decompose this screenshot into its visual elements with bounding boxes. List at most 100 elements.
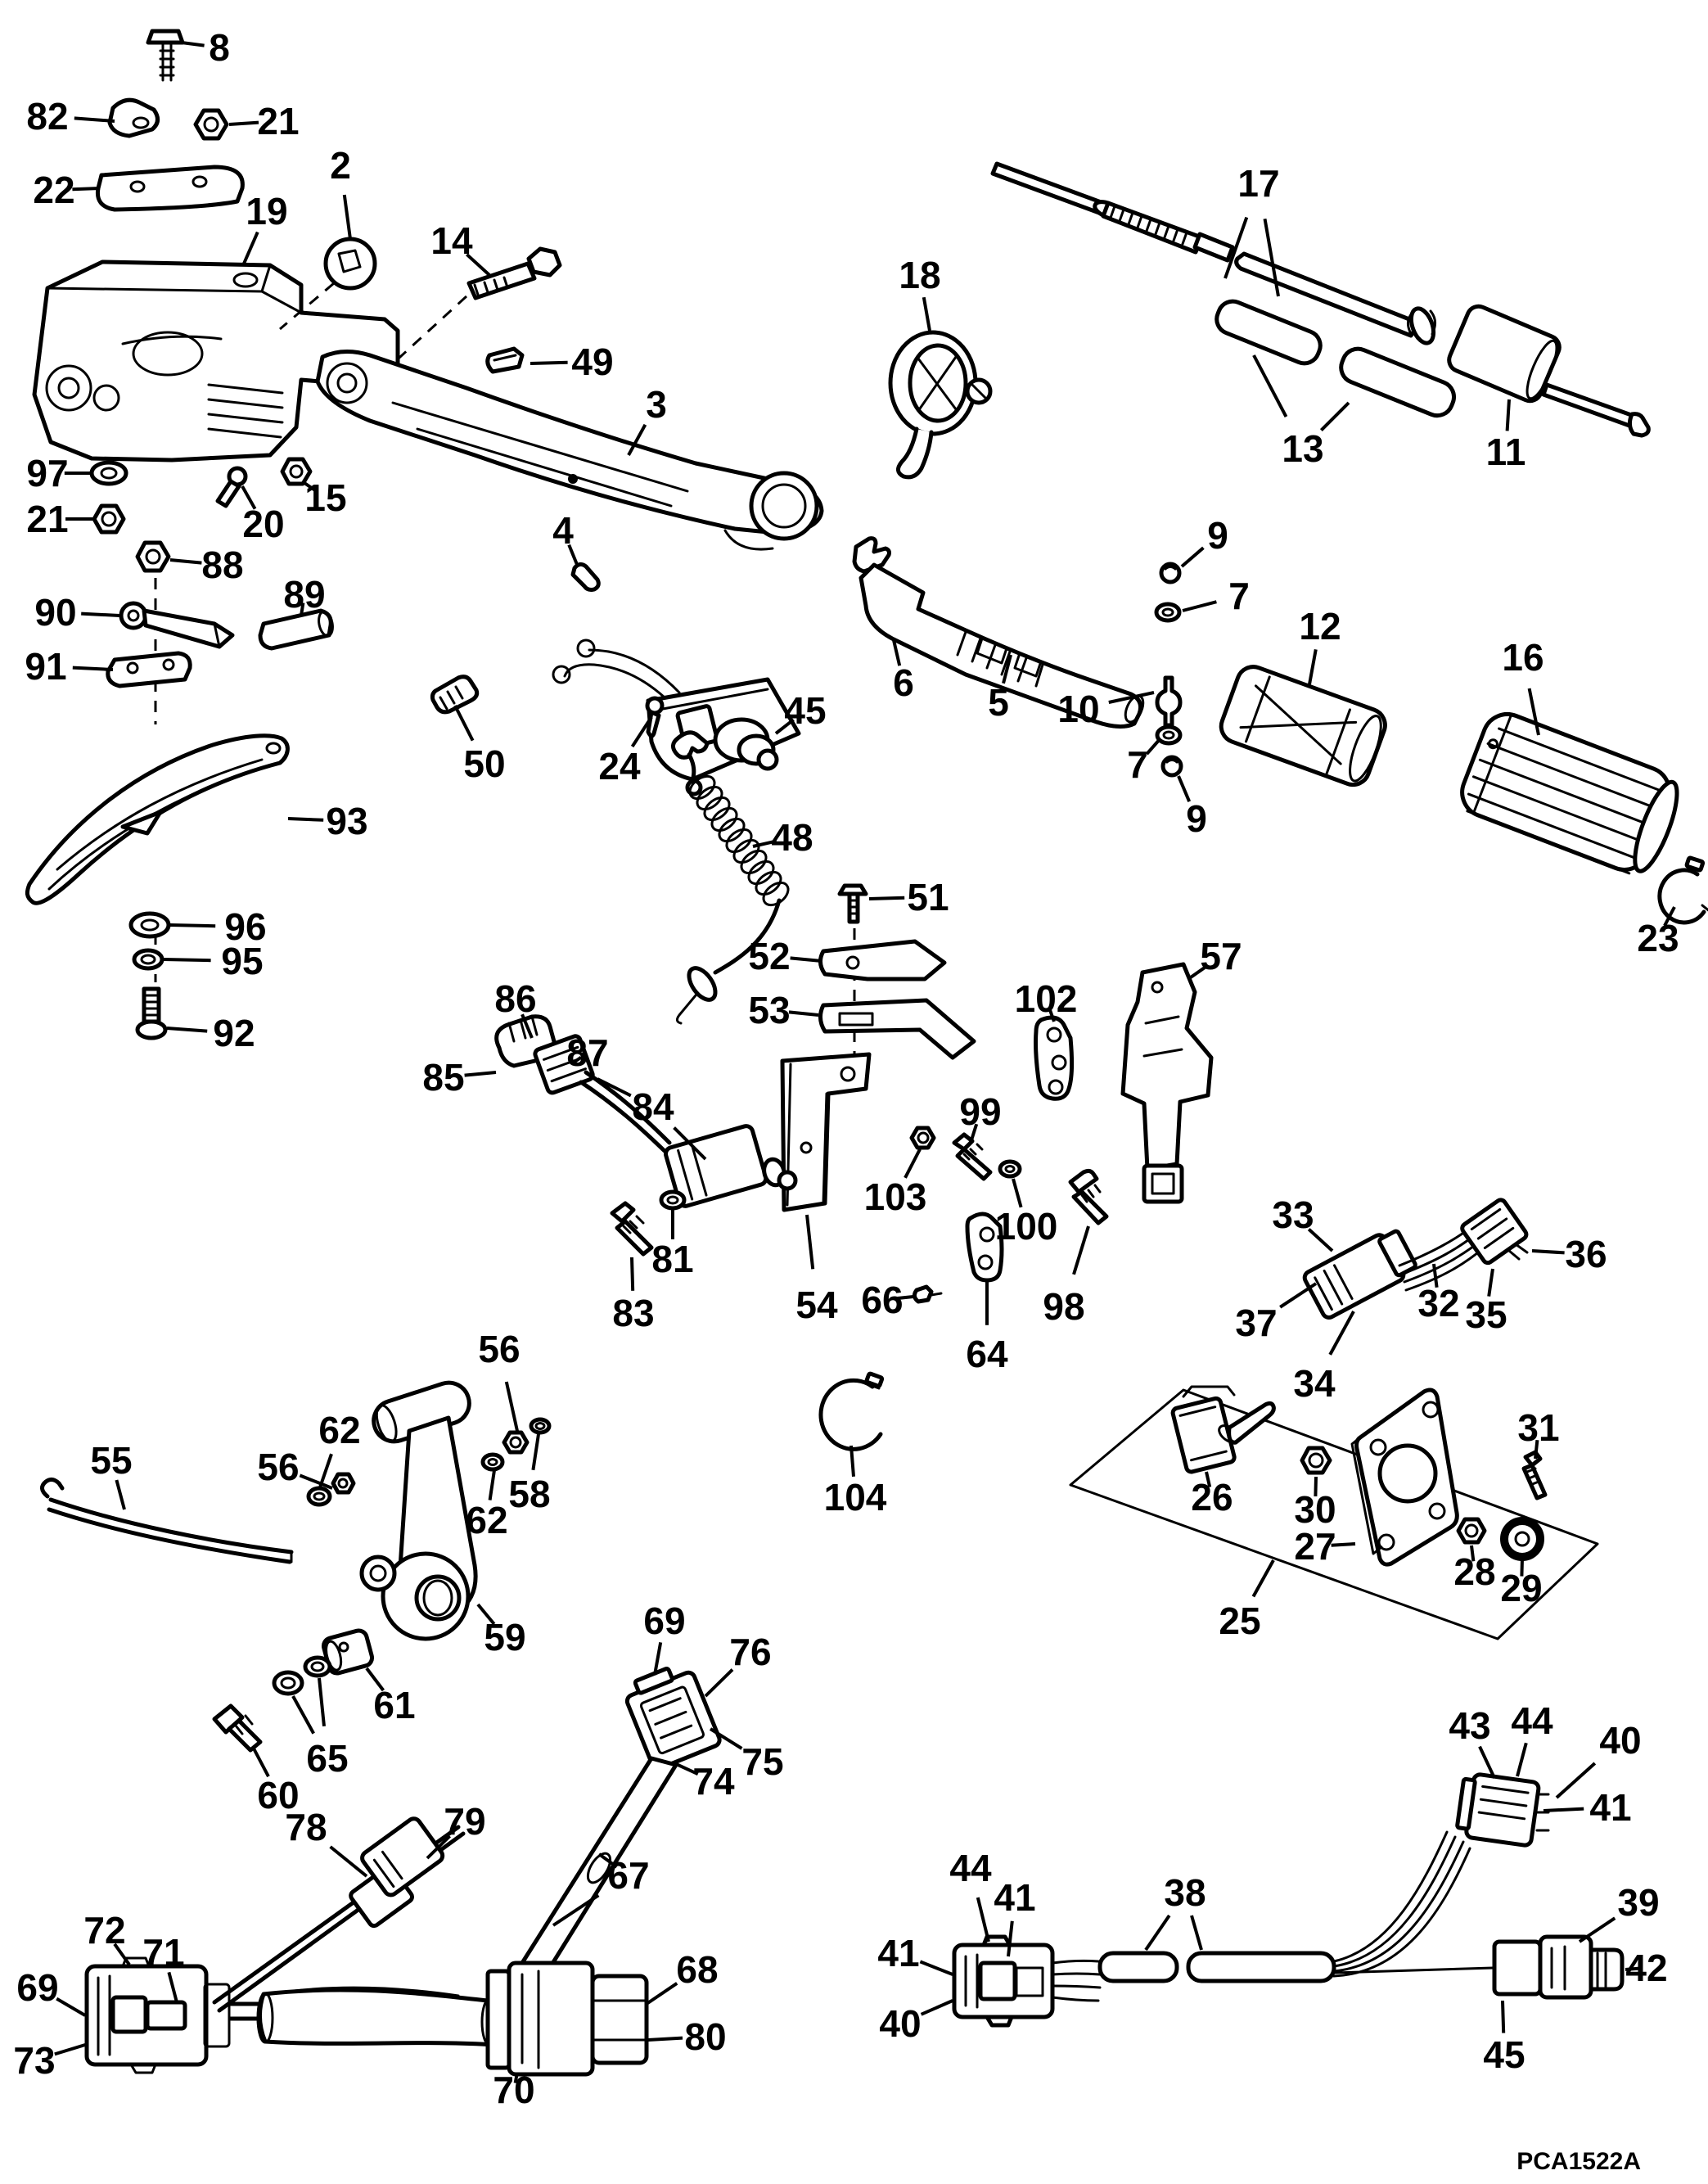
part-number-97: 97: [26, 452, 68, 494]
part-number-31: 31: [1517, 1406, 1559, 1449]
screw-31-drawing: [1521, 1450, 1548, 1500]
part-number-66: 66: [861, 1279, 903, 1321]
plate-22-drawing: [95, 165, 245, 212]
clip-49-drawing: [485, 346, 525, 374]
leader-line-66-54: [894, 1295, 914, 1301]
leader-line-58-67: [531, 1433, 540, 1471]
housing-19-drawing: [32, 259, 400, 463]
part-number-99: 99: [959, 1090, 1001, 1133]
part-number-39: 39: [1617, 1881, 1659, 1924]
part-number-56: 56: [257, 1446, 299, 1488]
leader-line-95-38: [163, 958, 211, 963]
part-number-18: 18: [899, 254, 940, 296]
part-number-83: 83: [612, 1292, 654, 1334]
panel-25-drawing: [1069, 1388, 1599, 1640]
throttle-shaft-5-drawing: [852, 536, 1145, 729]
leader-line-70-95: [513, 2072, 519, 2083]
leader-line-41-101: [1007, 1920, 1014, 1957]
bushing-61-drawing: [321, 1628, 375, 1676]
washer-100-drawing: [998, 1159, 1022, 1179]
screw-98-drawing: [1068, 1168, 1109, 1225]
watermark-code: PCA1522A: [1516, 2148, 1641, 2175]
part-number-84: 84: [632, 1085, 674, 1128]
nut-30-drawing: [1300, 1446, 1332, 1475]
leader-line-73-92: [54, 2043, 86, 2056]
part-number-29: 29: [1500, 1567, 1542, 1609]
leader-line-87-46: [570, 1055, 583, 1066]
leader-line-85-47: [464, 1071, 497, 1077]
leader-line-33-58: [1307, 1228, 1334, 1252]
part-number-73: 73: [13, 2039, 55, 2082]
leader-line-13-11: [1319, 401, 1350, 432]
leader-line-93-36: [287, 817, 324, 822]
part-number-30: 30: [1294, 1488, 1336, 1531]
bracket-102-drawing: [1034, 1015, 1075, 1101]
leader-line-26-75: [1205, 1471, 1212, 1488]
knob-2-drawing: [279, 237, 377, 331]
leader-line-18-10: [922, 296, 931, 332]
leader-line-100-51: [1012, 1178, 1023, 1208]
leader-line-80-94: [647, 2036, 683, 2042]
roller-89-drawing: [258, 608, 334, 651]
leader-line-37-60: [1279, 1282, 1318, 1309]
leader-line-14-6: [466, 253, 491, 277]
part-number-52: 52: [748, 935, 790, 977]
leader-line-31-78: [1534, 1439, 1539, 1460]
part-number-16: 16: [1502, 636, 1544, 679]
leader-line-9-30: [1177, 775, 1192, 802]
lanyard-48-drawing: [671, 730, 790, 1025]
parts-artwork: [25, 29, 1708, 2077]
part-number-78: 78: [285, 1806, 327, 1848]
part-number-80: 80: [684, 2015, 726, 2058]
connector-75-76-drawing: [624, 1667, 722, 1771]
leader-line-57-44: [1187, 963, 1210, 981]
part-number-37: 37: [1235, 1302, 1277, 1344]
part-number-68: 68: [676, 1948, 718, 1991]
leader-line-21-2: [228, 120, 259, 126]
part-number-3: 3: [646, 383, 667, 426]
leader-line-7-23: [1182, 600, 1217, 612]
part-number-102: 102: [1015, 977, 1078, 1020]
leader-line-30-76: [1314, 1476, 1318, 1497]
pin-10-drawing: [1155, 675, 1183, 728]
leader-line-82-1: [74, 116, 115, 123]
leader-line-98-52: [1072, 1225, 1090, 1275]
clamp-18-drawing: [888, 330, 993, 480]
plate-27-drawing: [1350, 1388, 1459, 1567]
part-number-11: 11: [1486, 431, 1526, 473]
leader-line-61-72: [365, 1667, 385, 1692]
nut-21-top-drawing: [193, 108, 229, 141]
part-number-2: 2: [330, 144, 351, 187]
bolt-8-drawing: [146, 29, 185, 82]
nut-103-drawing: [909, 1126, 936, 1150]
leader-line-45-32: [774, 718, 795, 735]
leader-line-28-79: [1470, 1545, 1476, 1562]
part-number-45: 45: [1483, 2033, 1525, 2076]
leader-line-65-73: [318, 1677, 326, 1727]
leader-line-25-81: [1251, 1559, 1275, 1598]
part-number-89: 89: [283, 573, 325, 616]
part-number-51: 51: [907, 876, 949, 918]
leader-line-23-31: [1663, 906, 1676, 927]
leader-line-74-85: [674, 1762, 699, 1776]
part-number-92: 92: [213, 1012, 255, 1054]
leader-line-68-93: [645, 1982, 678, 2006]
part-number-82: 82: [26, 95, 68, 138]
toggle-switch-26-drawing: [1170, 1385, 1276, 1474]
part-number-74: 74: [692, 1760, 735, 1803]
leader-line-99-49: [969, 1123, 979, 1144]
part-number-41: 41: [1589, 1786, 1631, 1829]
part-number-58: 58: [508, 1473, 550, 1515]
part-number-35: 35: [1465, 1293, 1507, 1336]
tiller-arm-3-drawing: [315, 350, 824, 551]
part-number-32: 32: [1417, 1282, 1459, 1324]
handle-93-drawing: [25, 733, 290, 905]
leader-line-22-3: [72, 187, 101, 192]
part-number-91: 91: [25, 645, 66, 688]
leader-line-90-19: [81, 611, 120, 617]
leader-line-84-48: [673, 1126, 707, 1161]
part-number-19: 19: [246, 190, 287, 232]
leader-line-65-73: [291, 1695, 315, 1735]
leader-line-67-88: [552, 1893, 600, 1927]
